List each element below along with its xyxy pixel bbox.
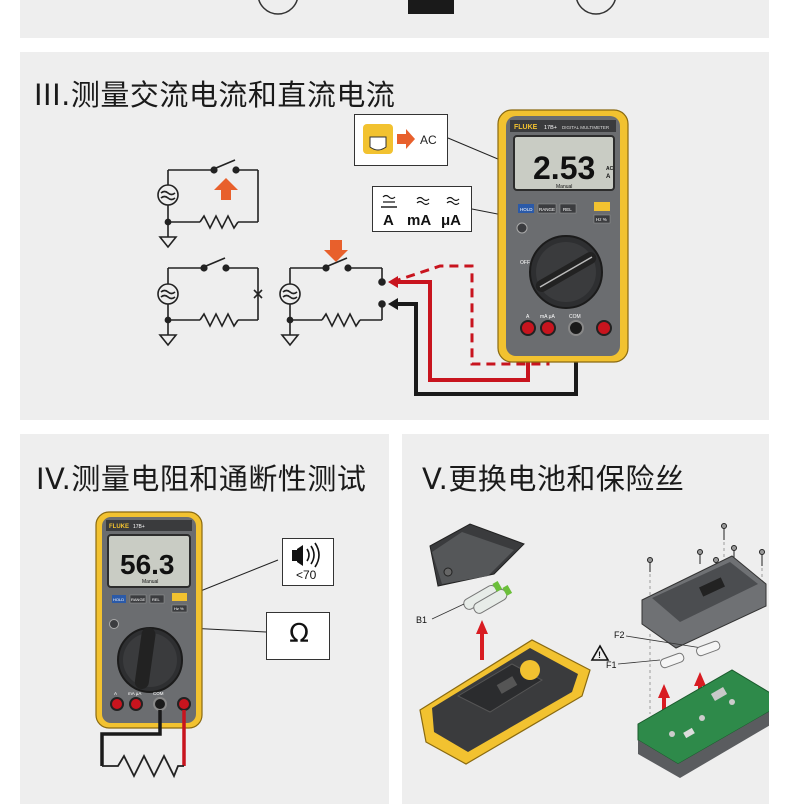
ohm-symbol: Ω (289, 619, 309, 649)
svg-text:Hz %: Hz % (596, 217, 607, 222)
svg-text:A: A (114, 691, 117, 696)
finger-press-icon (369, 136, 387, 151)
continuity-threshold: <70 (296, 568, 317, 582)
current-units-art: A mA μA (381, 194, 461, 229)
label-f1: F1 (606, 660, 617, 670)
multimeter-current: FLUKE 17B+ DIGITAL MULTIMETER 2.53 Manua… (497, 109, 629, 363)
svg-text:RANGE: RANGE (539, 207, 555, 212)
display-resistance-mode: Manual (142, 579, 158, 585)
svg-text:FLUKE: FLUKE (109, 524, 129, 530)
meter-brand: FLUKE (514, 124, 538, 131)
remove-battery-arrow-icon (476, 620, 488, 660)
battery-cover (429, 523, 525, 587)
display-current-value: 2.53 (533, 150, 595, 186)
screws (647, 523, 765, 574)
current-units-callout: A mA μA (372, 186, 472, 232)
arrow-right-icon (397, 129, 415, 149)
top-panel (20, 0, 769, 38)
meter-model: 17B+ (544, 125, 557, 131)
fuse-f1 (659, 652, 685, 669)
ac-callout-art: AC (363, 124, 437, 154)
section-current-title: III.测量交流电流和直流电流 (34, 78, 396, 112)
back-case (641, 555, 767, 649)
display-current-unit-a: A (606, 174, 611, 180)
batteries (463, 581, 513, 614)
resistance-diagram: FLUKE 17B+ 56.3 Manual HOLD RANGE REL Hz… (95, 511, 279, 779)
display-current-mode: Manual (556, 184, 572, 190)
svg-text:mA μA: mA μA (540, 314, 555, 320)
circuit-board (637, 669, 769, 778)
svg-text:OFF: OFF (520, 260, 530, 266)
section-battery-panel: V.更换电池和保险丝 B1 (402, 434, 769, 804)
circuit-ac-closed (157, 159, 259, 249)
svg-text:REL: REL (563, 207, 572, 212)
section-resistance-title: IV.测量电阻和通断性测试 (36, 462, 367, 496)
continuity-callout: <70 (282, 538, 334, 586)
svg-text:REL: REL (152, 597, 161, 602)
circuit-with-meter (279, 257, 386, 347)
black-lead-resistance (100, 710, 162, 766)
unit-ma: mA (407, 212, 431, 229)
remove-fuse-arrow-1-icon (658, 684, 670, 724)
unit-a: A (383, 212, 394, 229)
circuit-ac-open (157, 257, 263, 347)
resistor (102, 753, 184, 779)
svg-text:Hz %: Hz % (174, 606, 184, 611)
fuse-f2 (695, 640, 721, 657)
svg-text:mA μA: mA μA (128, 691, 141, 696)
unit-ua: μA (441, 212, 461, 229)
section-resistance-panel: IV.测量电阻和通断性测试 FLUKE 17B+ 56.3 Manual HOL… (20, 434, 389, 804)
arrow-up-icon (214, 178, 238, 200)
svg-text:HOLD: HOLD (520, 207, 533, 212)
svg-text:COM: COM (569, 314, 581, 320)
beeper-icon (292, 542, 320, 568)
svg-text:AC: AC (420, 133, 437, 147)
meter-base-open (419, 639, 591, 765)
ohm-callout: Ω (266, 612, 330, 660)
black-lead (392, 302, 578, 396)
meter-subtitle: DIGITAL MULTIMETER (562, 125, 610, 130)
display-current-unit-ac: AC (606, 166, 614, 172)
top-panel-art (258, 0, 616, 15)
section-current-panel: III.测量交流电流和直流电流 (20, 52, 769, 420)
svg-text:17B+: 17B+ (133, 524, 145, 530)
section-battery-title: V.更换电池和保险丝 (422, 462, 685, 496)
svg-text:COM: COM (153, 691, 164, 696)
svg-text:HOLD: HOLD (113, 597, 124, 602)
display-resistance-value: 56.3 (120, 549, 175, 580)
label-f2: F2 (614, 630, 625, 640)
svg-text:RANGE: RANGE (131, 597, 146, 602)
svg-text:A: A (526, 314, 530, 320)
arrow-down-icon (324, 240, 348, 262)
battery-fuse-diagram: B1 (416, 523, 769, 778)
svg-text:!: ! (598, 650, 601, 660)
current-diagram: FLUKE 17B+ DIGITAL MULTIMETER 2.53 Manua… (157, 109, 629, 396)
ac-callout: AC (354, 114, 448, 166)
multimeter-resistance: FLUKE 17B+ 56.3 Manual HOLD RANGE REL Hz… (95, 511, 203, 729)
warning-icon (590, 644, 610, 661)
label-b1: B1 (416, 615, 427, 625)
